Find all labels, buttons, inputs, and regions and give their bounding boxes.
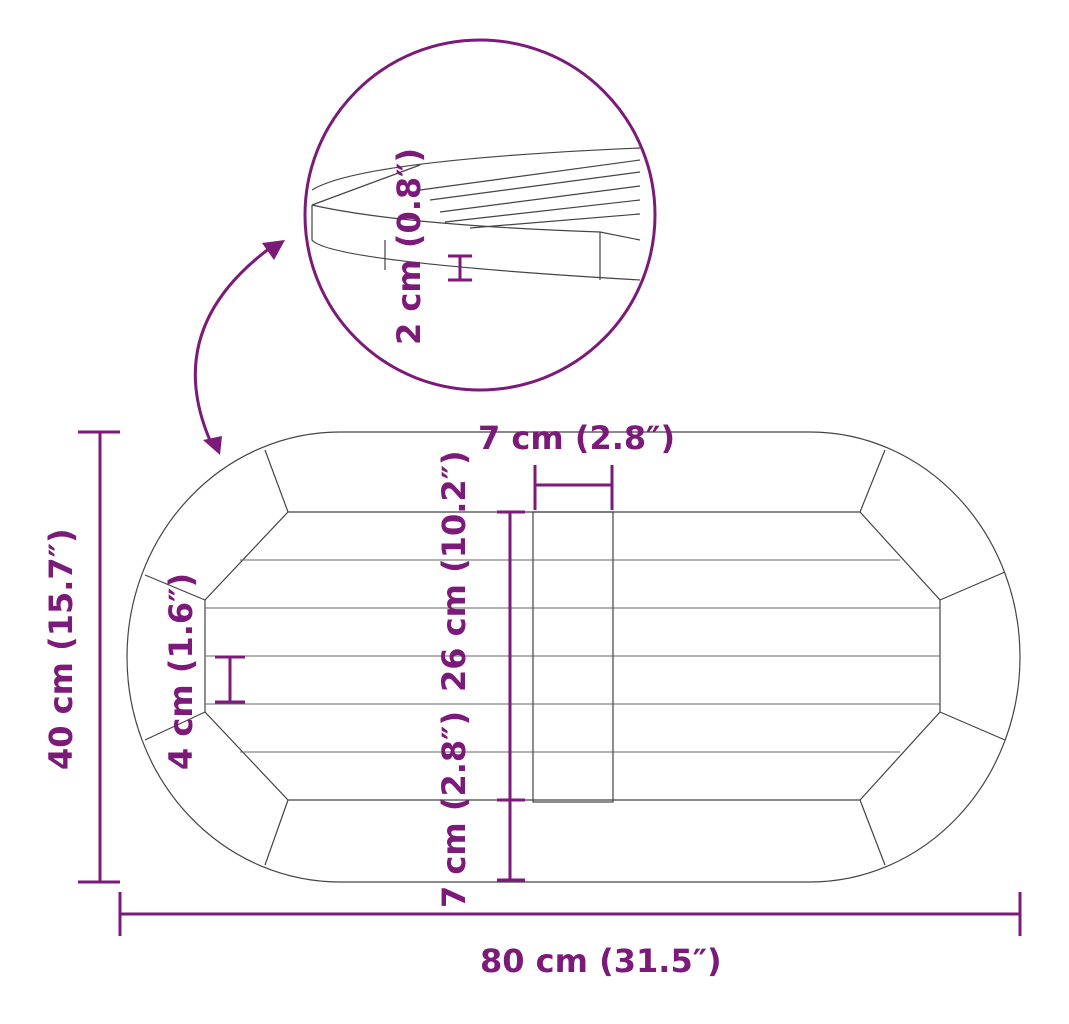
total-length-label: 80 cm (31.5″) (480, 942, 722, 980)
slat-width-label: 4 cm (1.6″) (162, 573, 200, 770)
total-height-label: 40 cm (15.7″) (42, 528, 80, 770)
double-arrow-icon (193, 240, 285, 455)
edge-detail-inset: 2 cm (0.8″) (303, 38, 657, 392)
table-top-outline (126, 431, 1021, 883)
thickness-label: 2 cm (0.8″) (390, 148, 428, 345)
center-width-label: 7 cm (2.8″) (478, 419, 675, 457)
inner-height-label: 26 cm (10.2″) (435, 450, 473, 692)
border-width-label: 7 cm (2.8″) (435, 711, 473, 908)
